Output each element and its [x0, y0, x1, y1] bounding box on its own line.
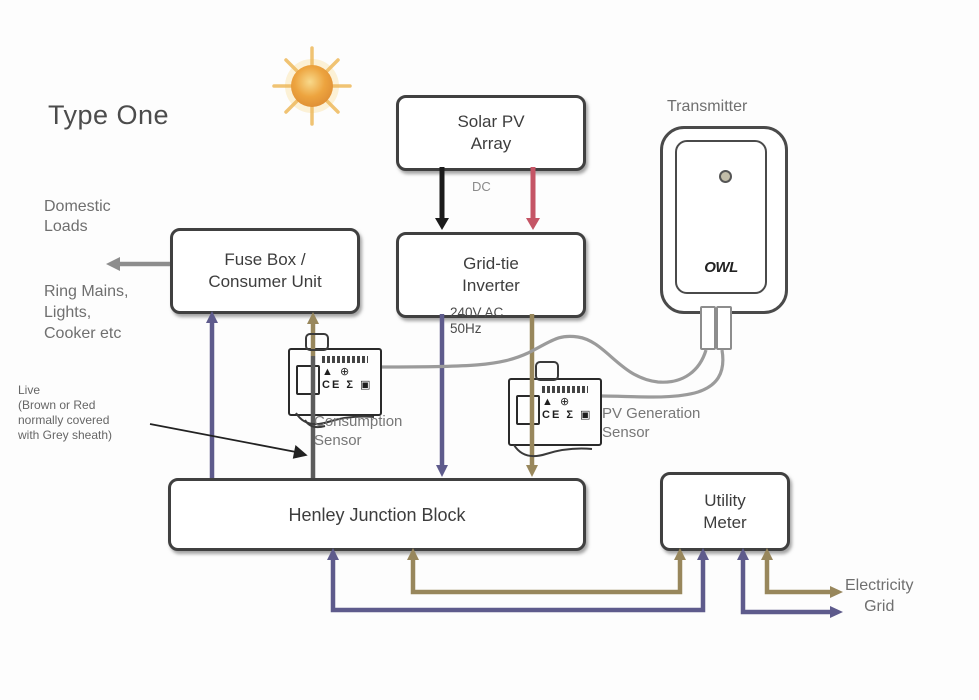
live-note-arrow: [149, 423, 308, 459]
domestic-loads-label: Domestic Loads: [44, 198, 111, 235]
sun-icon: [272, 46, 352, 126]
fuse-box-consumer-unit-box: Fuse Box / Consumer Unit: [170, 228, 360, 314]
sensor-cert-icons: ▲ ⊕: [322, 366, 352, 378]
pv-generation-sensor-label: PV Generation Sensor: [602, 405, 701, 441]
sensor-label-bar: [542, 386, 588, 393]
sensor-label-bar: [322, 356, 368, 363]
live-wire-note: Live (Brown or Red normally covered with…: [18, 383, 113, 442]
sensor-cable-pv: [601, 349, 725, 399]
tan-wire-meter-loop: [407, 548, 843, 598]
utility-meter-label: Utility Meter: [703, 490, 747, 532]
diagram-title: Type One: [48, 100, 170, 130]
transmitter-faceplate: OWL: [675, 140, 767, 294]
grid-tie-inverter-label: Grid-tie Inverter: [462, 254, 520, 295]
electricity-grid-label: Electricity Grid: [845, 577, 914, 615]
dc-wire-black: [435, 167, 449, 230]
transmitter-led-icon: [719, 170, 732, 183]
transmitter-label: Transmitter: [667, 98, 748, 115]
dc-wire-red: [526, 167, 540, 230]
solar-pv-array-label: Solar PV Array: [457, 112, 525, 153]
utility-meter-box: Utility Meter: [660, 472, 790, 551]
transmitter-device: OWL: [660, 126, 788, 314]
sensor-ce-mark: CE Σ ▣: [322, 379, 373, 391]
blue-wire-meter-loop: [327, 548, 843, 618]
domestic-loads-arrow: [106, 257, 170, 271]
sensor-clamp-icon: [296, 365, 320, 395]
dc-label: DC: [472, 179, 491, 194]
sensor-cable-consumption: [381, 334, 708, 384]
henley-junction-block-label: Henley Junction Block: [288, 504, 466, 525]
transmitter-plug-left: [700, 306, 716, 350]
owl-logo: OWL: [704, 259, 738, 276]
transmitter-plug-right: [716, 306, 732, 350]
sensor-cert-icons: ▲ ⊕: [542, 396, 572, 408]
blue-wire-inverter: [436, 314, 448, 477]
henley-junction-block-box: Henley Junction Block: [168, 478, 586, 551]
consumption-sensor-device: ▲ ⊕ CE Σ ▣: [288, 348, 382, 416]
blue-wire-fusebox: [206, 311, 218, 478]
grid-tie-inverter-box: Grid-tie Inverter: [396, 232, 586, 318]
consumption-sensor-label: Consumption Sensor: [314, 413, 403, 449]
pv-generation-sensor-device: ▲ ⊕ CE Σ ▣: [508, 378, 602, 446]
ring-mains-label: Ring Mains, Lights, Cooker etc: [44, 283, 129, 342]
sensor-ce-mark: CE Σ ▣: [542, 409, 593, 421]
solar-pv-array-box: Solar PV Array: [396, 95, 586, 171]
sensor-clamp-icon: [516, 395, 540, 425]
ac-voltage-label: 240V AC 50Hz: [450, 305, 504, 336]
fuse-box-label: Fuse Box / Consumer Unit: [208, 250, 322, 291]
